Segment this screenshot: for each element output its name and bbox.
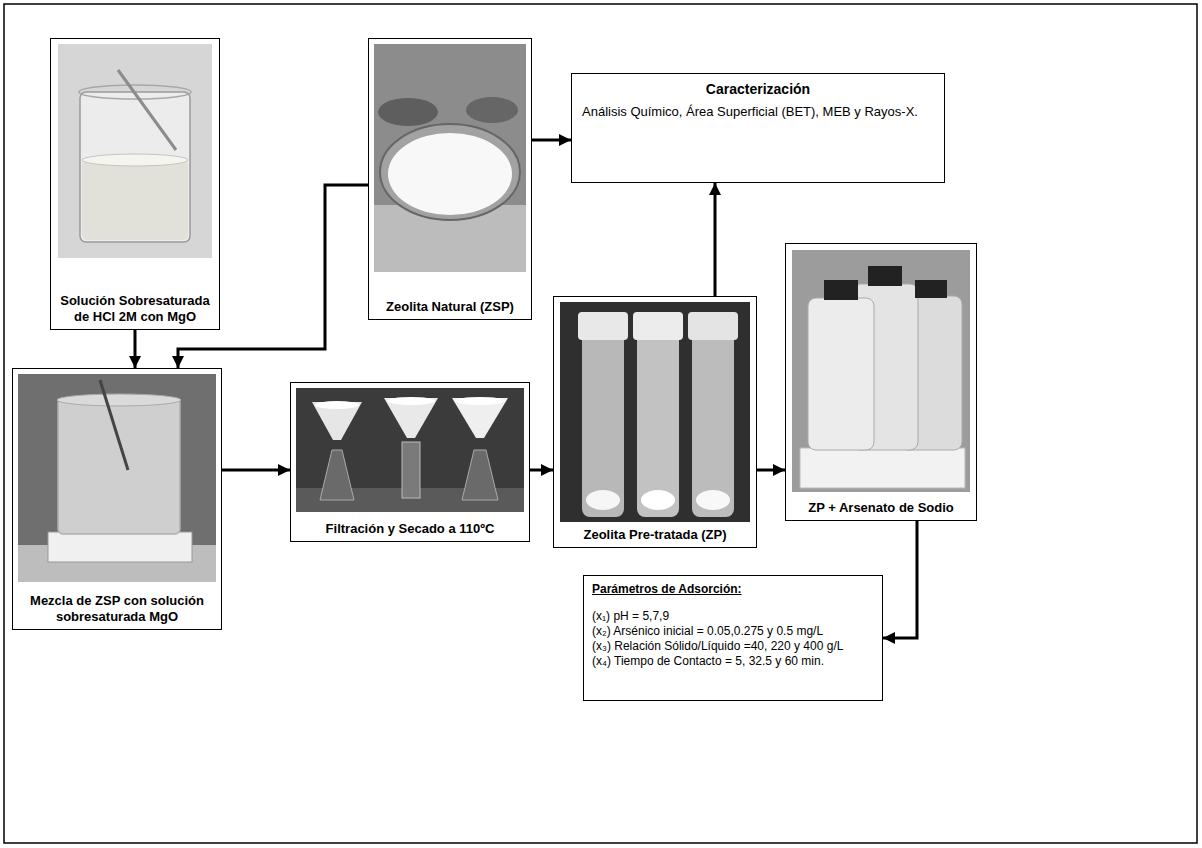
funnel [384, 398, 438, 438]
hand [378, 98, 438, 126]
parameter-line: (x₁) pH = 5,7,9 [592, 609, 874, 624]
flow-arrow [883, 521, 917, 638]
process-box: Mezcla de ZSP con solución sobresaturada… [12, 368, 222, 630]
parameters-box: Parámetros de Adsorción:(x₁) pH = 5,7,9(… [583, 575, 883, 701]
reagent-photo [58, 44, 212, 258]
flow-arrow [532, 139, 571, 142]
box-label: Solución Sobresaturada de HCl 2M con MgO [55, 293, 215, 325]
paste [455, 397, 505, 405]
arsenate-photo [792, 250, 970, 492]
filtration-photo [296, 388, 524, 512]
box-label: ZP + Arsenato de Sodio [790, 500, 972, 516]
flow-arrow [222, 469, 290, 472]
reagent-box: Solución Sobresaturada de HCl 2M con MgO [50, 38, 220, 330]
stirrer-plate [800, 448, 965, 488]
zeolite-sample [586, 490, 620, 510]
flow-arrow [134, 330, 137, 368]
funnel [312, 402, 362, 440]
test-tube [402, 442, 420, 498]
test-tube [582, 322, 624, 517]
flow-arrow [757, 469, 785, 472]
tube-cap [578, 312, 628, 340]
beaker-rim [57, 394, 181, 406]
flow-arrow [530, 469, 553, 472]
bottle-cap [868, 266, 902, 286]
mixture-photo [18, 374, 216, 582]
box-heading: Parámetros de Adsorción: [592, 582, 874, 597]
parameter-line: (x₄) Tiempo de Contacto = 5, 32.5 y 60 m… [592, 654, 874, 669]
photo-ground [560, 302, 750, 522]
sieve-rim [380, 124, 520, 220]
box-label: Filtración y Secado a 110ºC [295, 521, 525, 537]
flask [462, 450, 498, 500]
flow-arrow [714, 183, 717, 296]
photo-ground [792, 250, 970, 492]
zeolite-photo [374, 44, 526, 272]
box-label: Zeolita Pre-tratada (ZP) [558, 527, 752, 543]
hot-plate [48, 532, 192, 562]
parameter-line: (x₂) Arsénico inicial = 0.05,0.275 y 0.5… [592, 624, 874, 639]
hand [466, 97, 518, 123]
box-label: Zeolita Natural (ZSP) [373, 299, 527, 315]
liquid-surface [82, 154, 188, 166]
box-label: Mezcla de ZSP con solución sobresaturada… [17, 593, 217, 625]
glass-rod [118, 70, 176, 150]
paste [387, 397, 435, 405]
outer-frame [4, 4, 1197, 843]
product-box: Zeolita Pre-tratada (ZP) [553, 296, 757, 548]
photo-ground [296, 388, 524, 512]
test-tube [637, 322, 679, 517]
liquid [82, 160, 188, 240]
process-box: Filtración y Secado a 110ºC [290, 382, 530, 542]
paste [315, 401, 359, 409]
beaker [58, 398, 180, 534]
glass-rod [100, 380, 128, 470]
bottle [808, 298, 874, 450]
zeolite-sample [641, 490, 675, 510]
box-heading: Caracterización [582, 80, 934, 98]
characterization-box: CaracterizaciónAnálisis Químico, Área Su… [571, 73, 945, 183]
photo-ground [374, 44, 526, 272]
bottle-cap [824, 280, 858, 300]
photo-ground [18, 374, 216, 582]
beaker [80, 92, 190, 242]
tube-cap [633, 312, 683, 340]
box-body: Análisis Químico, Área Superficial (BET)… [582, 102, 934, 122]
tube-cap [688, 312, 738, 340]
material-box: Zeolita Natural (ZSP) [368, 38, 532, 320]
flow-arrow [178, 185, 368, 368]
flask [320, 450, 354, 500]
parameter-line: (x₃) Relación Sólido/Líquido =40, 220 y … [592, 639, 874, 654]
zeolite-sample [696, 490, 730, 510]
funnel [452, 398, 508, 438]
test-tube [692, 322, 734, 517]
pretreated-photo [560, 302, 750, 522]
process-box: ZP + Arsenato de Sodio [785, 243, 977, 521]
zeolite-powder [388, 133, 512, 215]
bottle-cap [915, 280, 947, 298]
photo-ground [58, 44, 212, 258]
